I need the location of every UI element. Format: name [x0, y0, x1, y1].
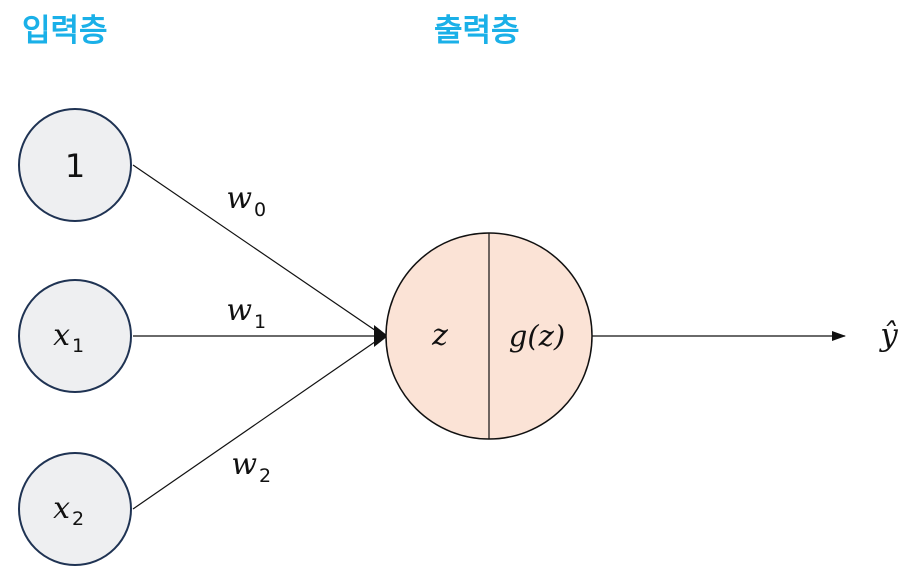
weight-w2-var: w [231, 447, 257, 482]
input-node-x1: x 1 [18, 279, 132, 393]
input-layer-title: 입력층 [22, 13, 108, 49]
input-node-x2-var: x [53, 491, 70, 526]
edge-bias [132, 164, 383, 336]
weight-w1: w 1 [226, 293, 266, 333]
input-node-x2-sub: 2 [72, 508, 84, 530]
output-y-hat-label: ŷ [878, 317, 898, 353]
output-node-z-label: z [431, 318, 448, 353]
input-node-bias: 1 [18, 108, 132, 222]
weight-w0-var: w [226, 181, 252, 216]
output-node: z g(z) [385, 232, 593, 440]
weight-w2: w 2 [231, 447, 271, 487]
input-node-x1-var: x [53, 318, 70, 353]
input-node-x2: x 2 [18, 452, 132, 566]
weight-w2-sub: 2 [259, 465, 271, 487]
weight-w0: w 0 [226, 181, 266, 221]
input-node-bias-label: 1 [65, 147, 85, 185]
output-layer-title: 출력층 [434, 13, 520, 49]
weight-w1-var: w [226, 293, 252, 328]
weight-w0-sub: 0 [254, 199, 266, 221]
input-node-x1-sub: 1 [72, 335, 84, 357]
output-node-gz-label: g(z) [509, 319, 565, 353]
edge-join-arrowhead [374, 325, 388, 347]
edge-x2 [132, 336, 383, 510]
weight-w1-sub: 1 [254, 311, 266, 333]
